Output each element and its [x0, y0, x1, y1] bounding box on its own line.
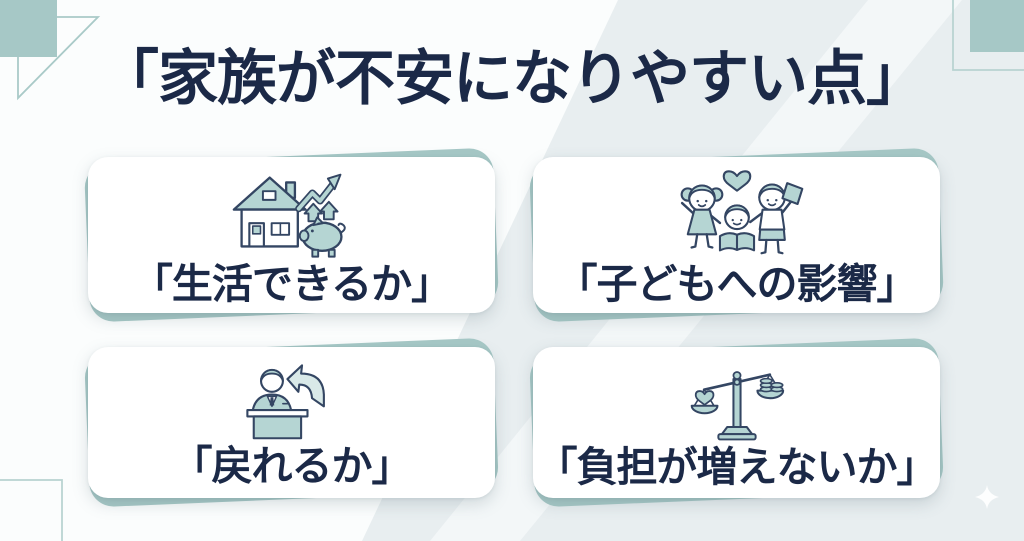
bottom-left-square-outline: [0, 479, 63, 541]
card-label: 「負担が増えないか」: [536, 444, 938, 491]
top-left-teal-square: [0, 0, 57, 57]
card-children: 「子どもへの影響」: [528, 147, 945, 323]
balance-heart-money-icon: [687, 356, 787, 443]
card-burden: 「負担が増えないか」: [528, 337, 945, 508]
children-heart-icon: [666, 165, 808, 260]
return-to-desk-icon: [241, 358, 343, 442]
sparkle-icon: [975, 485, 999, 509]
card-label: 「戻れるか」: [171, 442, 413, 489]
top-right-square-outline: [952, 0, 1024, 71]
card-label: 「生活できるか」: [131, 260, 452, 307]
card-return: 「戻れるか」: [83, 337, 500, 508]
house-savings-growth-icon: [228, 165, 356, 260]
card-label: 「子どもへの影響」: [556, 260, 918, 307]
page-title: 「家族が不安になりやすい点」: [99, 45, 926, 112]
card-livelihood: 「生活できるか」: [83, 147, 500, 323]
top-right-teal-square: [970, 0, 1024, 52]
